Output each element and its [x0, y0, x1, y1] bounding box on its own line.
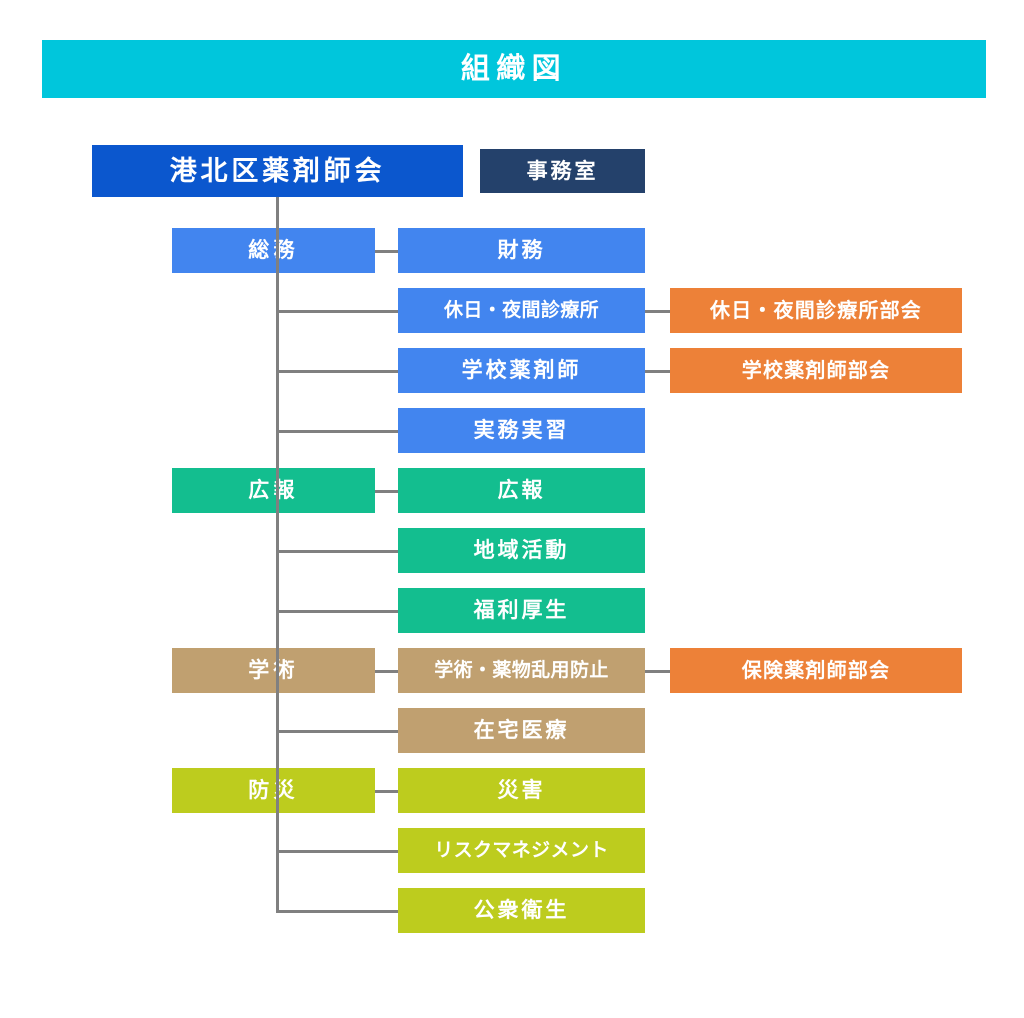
child-node-public-relations-2: 福利厚生 [398, 588, 645, 633]
connector-child-to-section [645, 669, 670, 673]
connector-trunk-to-child [276, 849, 398, 853]
connector-trunk-to-child [276, 609, 398, 613]
child-node-academic-1: 在宅医療 [398, 708, 645, 753]
branch-node-public-relations: 広報 [172, 468, 375, 513]
section-node-general-affairs-1: 休日・夜間診療所部会 [670, 288, 962, 333]
child-node-public-relations-1: 地域活動 [398, 528, 645, 573]
connector-child-to-section [645, 309, 670, 313]
page-title: 組織図 [42, 40, 986, 98]
child-node-public-relations-0: 広報 [398, 468, 645, 513]
connector-trunk-vertical [276, 197, 279, 911]
branch-node-academic: 学術 [172, 648, 375, 693]
connector-trunk-to-child [276, 369, 398, 373]
section-node-general-affairs-2: 学校薬剤師部会 [670, 348, 962, 393]
connector-branch-to-child [375, 669, 398, 673]
section-node-academic-0: 保険薬剤師部会 [670, 648, 962, 693]
branch-node-disaster-prevention: 防災 [172, 768, 375, 813]
child-node-general-affairs-1: 休日・夜間診療所 [398, 288, 645, 333]
child-node-general-affairs-0: 財務 [398, 228, 645, 273]
connector-branch-to-child [375, 789, 398, 793]
child-node-general-affairs-2: 学校薬剤師 [398, 348, 645, 393]
branch-node-general-affairs: 総務 [172, 228, 375, 273]
child-node-disaster-prevention-2: 公衆衛生 [398, 888, 645, 933]
connector-trunk-to-child [276, 909, 398, 913]
connector-trunk-to-child [276, 729, 398, 733]
connector-trunk-to-child [276, 309, 398, 313]
connector-branch-to-child [375, 489, 398, 493]
connector-trunk-to-child [276, 429, 398, 433]
office-node: 事務室 [480, 149, 645, 193]
connector-trunk-to-child [276, 549, 398, 553]
connector-child-to-section [645, 369, 670, 373]
child-node-disaster-prevention-0: 災害 [398, 768, 645, 813]
child-node-disaster-prevention-1: リスクマネジメント [398, 828, 645, 873]
child-node-general-affairs-3: 実務実習 [398, 408, 645, 453]
connector-branch-to-child [375, 249, 398, 253]
org-root-node: 港北区薬剤師会 [92, 145, 463, 197]
child-node-academic-0: 学術・薬物乱用防止 [398, 648, 645, 693]
